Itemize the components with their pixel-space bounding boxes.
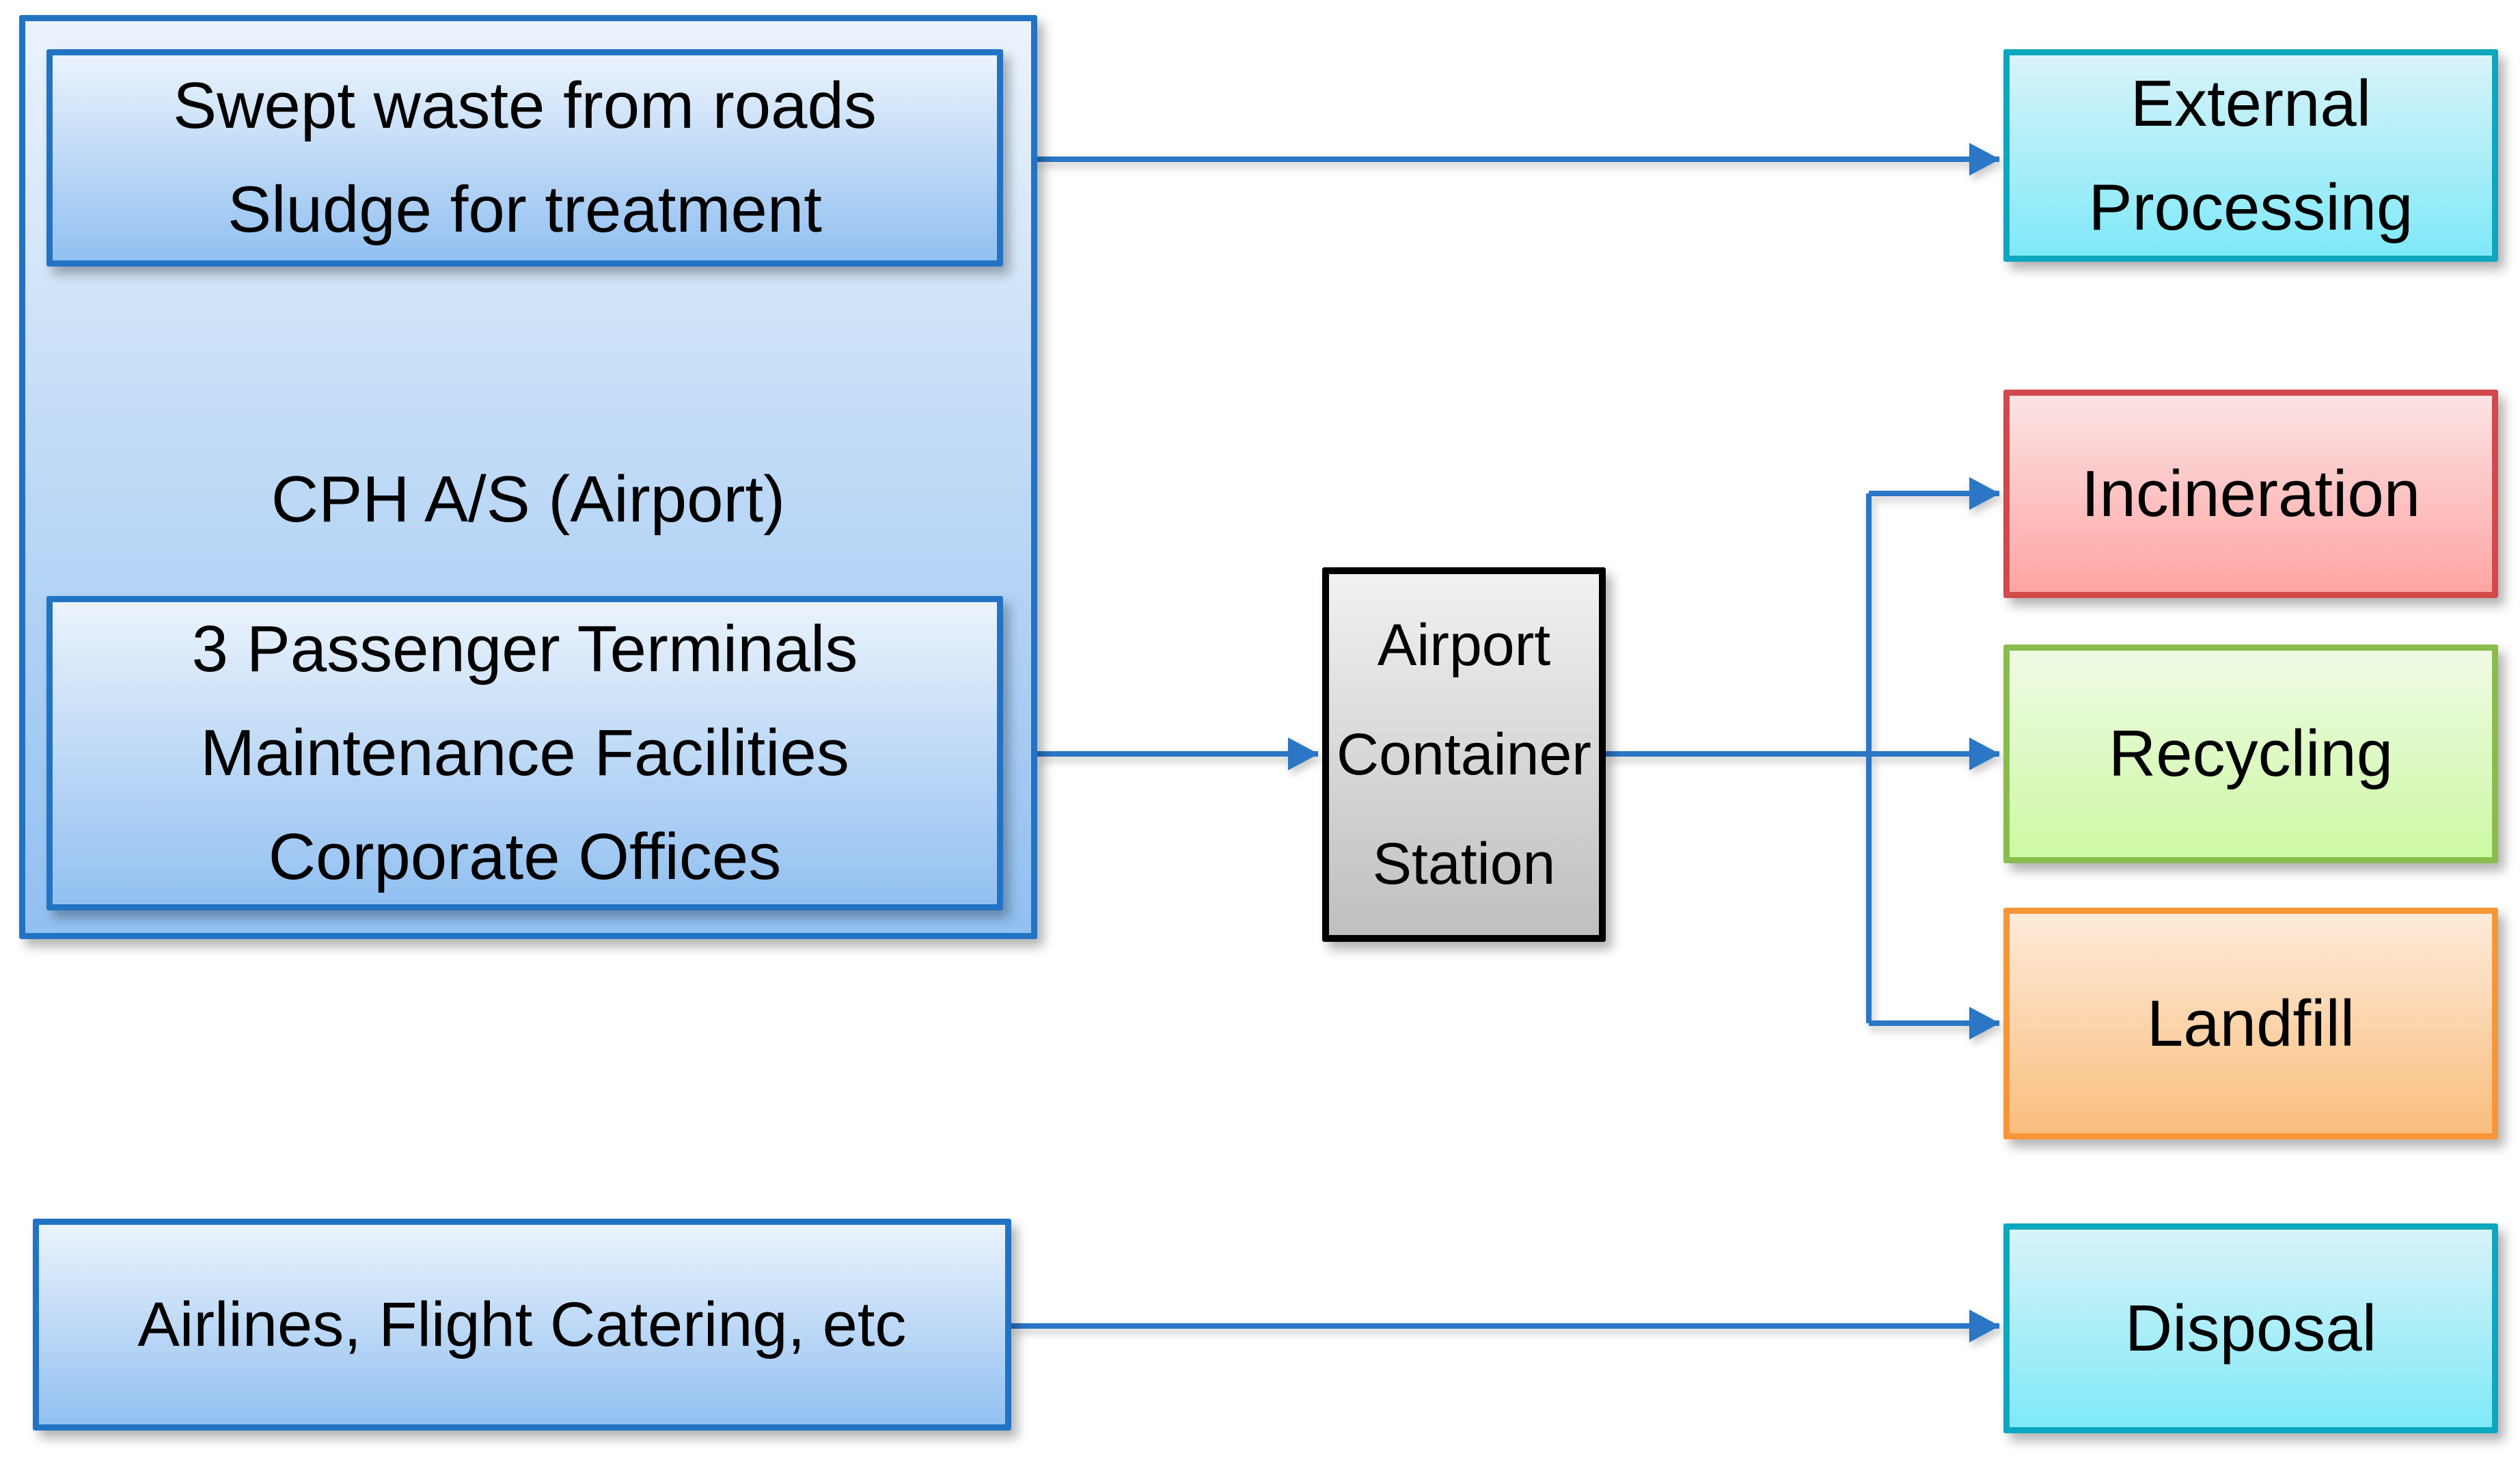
node-swept-sludge-line2: Sludge for treatment xyxy=(228,173,822,246)
node-external-processing-line2: Processing xyxy=(2088,170,2413,244)
node-airlines-label: Airlines, Flight Catering, etc xyxy=(137,1290,907,1359)
node-external-processing: External Processing xyxy=(2003,49,2498,262)
node-swept-sludge-line1: Swept waste from roads xyxy=(173,69,877,142)
node-incineration-label: Incineration xyxy=(2081,457,2421,530)
node-cph-terminals-line2: Maintenance Facilities xyxy=(200,716,849,789)
node-landfill-label: Landfill xyxy=(2146,986,2355,1060)
node-cph-terminals-line3: Corporate Offices xyxy=(268,820,782,893)
node-cph-airport-label: CPH A/S (Airport) xyxy=(271,463,786,536)
node-disposal: Disposal xyxy=(2003,1223,2498,1433)
node-airport-container-station-line2: Container xyxy=(1337,722,1591,787)
node-cph-terminals-line1: 3 Passenger Terminals xyxy=(191,612,858,686)
node-landfill: Landfill xyxy=(2003,908,2498,1139)
node-disposal-label: Disposal xyxy=(2124,1291,2377,1365)
node-airport-container-station-line1: Airport xyxy=(1377,612,1551,678)
node-external-processing-line1: External xyxy=(2130,66,2372,140)
node-airport-container-station-line3: Station xyxy=(1372,831,1556,897)
node-recycling: Recycling xyxy=(2003,645,2498,863)
node-cph-terminals: 3 Passenger Terminals Maintenance Facili… xyxy=(46,596,1003,910)
node-airport-container-station: Airport Container Station xyxy=(1322,567,1606,942)
node-airlines: Airlines, Flight Catering, etc xyxy=(33,1219,1011,1431)
node-swept-sludge: Swept waste from roads Sludge for treatm… xyxy=(46,49,1003,267)
node-recycling-label: Recycling xyxy=(2108,717,2394,790)
node-incineration: Incineration xyxy=(2003,390,2498,598)
